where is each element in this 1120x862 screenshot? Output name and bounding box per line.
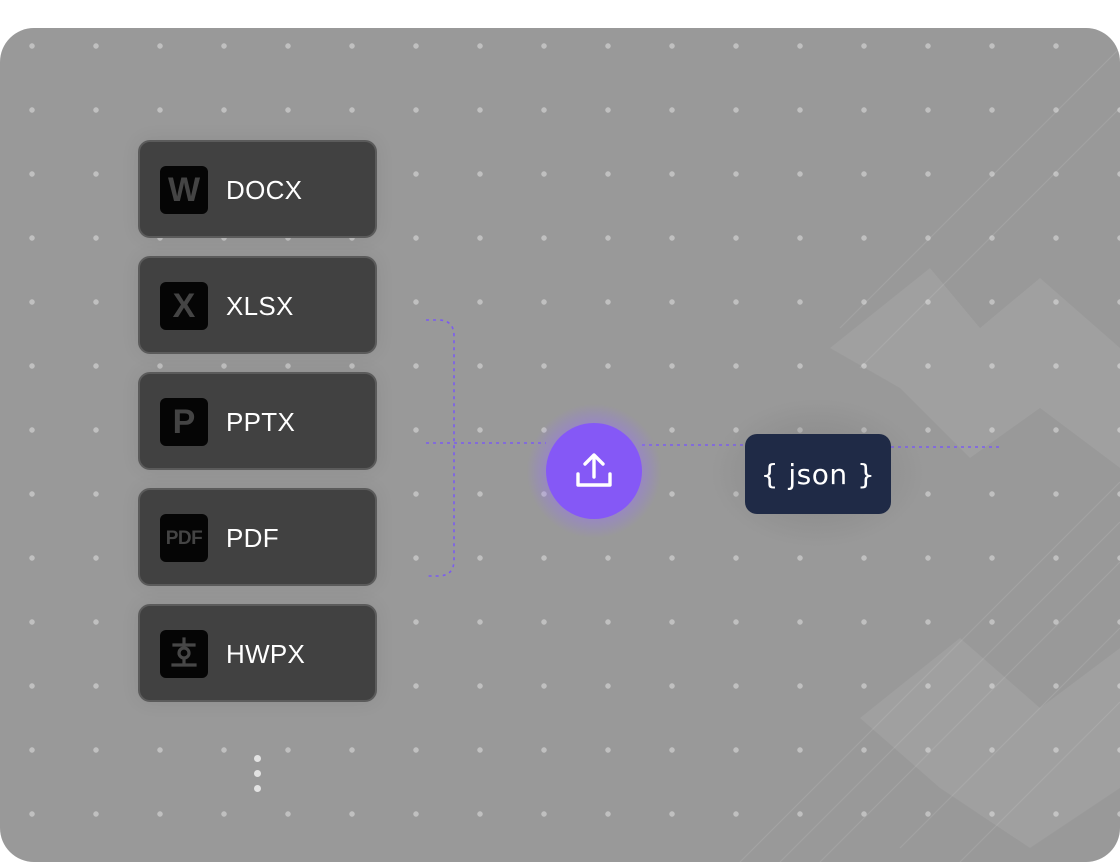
upload-button[interactable] bbox=[546, 423, 642, 519]
upload-icon bbox=[576, 453, 612, 487]
hangul-hwp-icon bbox=[160, 630, 208, 678]
format-card-xlsx[interactable]: X XLSX bbox=[138, 256, 377, 354]
format-label: PPTX bbox=[226, 406, 296, 437]
powerpoint-icon: P bbox=[160, 398, 208, 446]
decorative-pattern bbox=[739, 47, 1120, 862]
format-label: XLSX bbox=[226, 290, 294, 321]
format-card-pdf[interactable]: PDF PDF bbox=[138, 488, 377, 586]
pdf-icon: PDF bbox=[160, 514, 208, 562]
ellipsis-dot bbox=[254, 755, 261, 762]
diagram-panel: W DOCX X XLSX P PPTX PDF PDF HWPX bbox=[0, 28, 1120, 862]
excel-sheet-icon: X bbox=[160, 282, 208, 330]
json-output-box: { json } bbox=[745, 434, 891, 514]
word-doc-icon: W bbox=[160, 166, 208, 214]
format-card-pptx[interactable]: P PPTX bbox=[138, 372, 377, 470]
ellipsis-dot bbox=[254, 770, 261, 777]
bracket-connector bbox=[426, 319, 455, 577]
ellipsis-dot bbox=[254, 785, 261, 792]
format-card-docx[interactable]: W DOCX bbox=[138, 140, 377, 238]
format-card-hwpx[interactable]: HWPX bbox=[138, 604, 377, 702]
format-label: HWPX bbox=[226, 638, 306, 669]
connector-lines bbox=[426, 319, 1000, 577]
hangul-glyph bbox=[171, 637, 197, 667]
format-label: DOCX bbox=[226, 174, 303, 205]
more-formats-indicator bbox=[254, 755, 262, 800]
format-label: PDF bbox=[226, 522, 279, 553]
